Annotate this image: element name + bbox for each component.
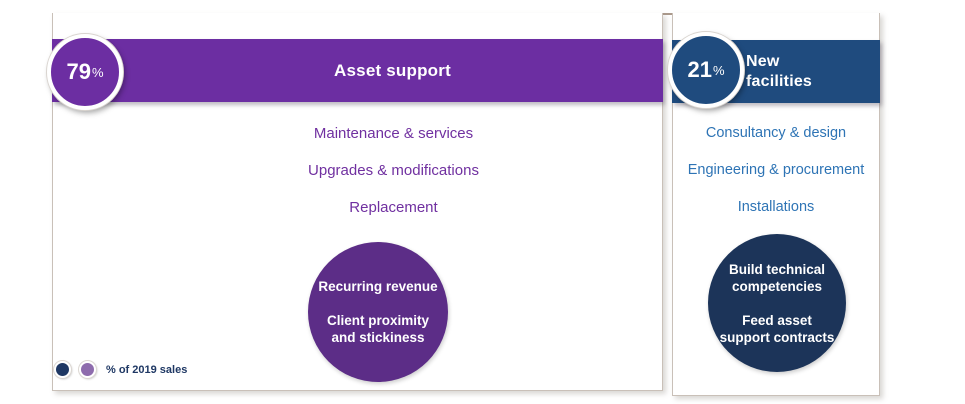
asset-support-title: Asset support — [334, 60, 451, 80]
benefit-text: Feed asset support contracts — [719, 312, 835, 345]
list-item: Maintenance & services — [313, 125, 474, 142]
list-item: Replacement — [349, 199, 438, 216]
asset-support-header-bar: Asset support — [52, 39, 663, 102]
new-facilities-benefits-circle: Build technical competencies Feed asset … — [708, 234, 846, 372]
new-facilities-percentage-badge: 21 % — [668, 32, 744, 108]
asset-support-percentage-unit: % — [91, 64, 104, 80]
benefit-text: Build technical competencies — [728, 261, 826, 294]
legend-dot-purple-icon — [79, 361, 96, 378]
asset-support-percentage-value: 79 — [66, 59, 91, 84]
asset-support-benefits-circle: Recurring revenue Client proximity and s… — [308, 242, 448, 382]
list-item: Consultancy & design — [705, 125, 847, 141]
new-facilities-panel: New facilities 21 % Consultancy & design… — [668, 13, 880, 396]
new-facilities-percentage-value: 21 — [687, 57, 712, 82]
asset-support-item-list: Maintenance & services Upgrades & modifi… — [53, 125, 662, 236]
asset-support-panel: Asset support 79 % Maintenance & service… — [47, 13, 663, 391]
legend-dot-navy-icon — [54, 361, 71, 378]
legend: % of 2019 sales — [54, 361, 187, 378]
benefit-text: Client proximity and stickiness — [326, 313, 429, 345]
asset-support-percentage-badge: 79 % — [47, 34, 123, 110]
list-item: Upgrades & modifications — [308, 162, 479, 179]
list-item: Installations — [737, 199, 815, 215]
benefit-text: Recurring revenue — [318, 279, 438, 294]
new-facilities-item-list: Consultancy & design Engineering & procu… — [673, 125, 879, 236]
new-facilities-percentage-unit: % — [712, 62, 725, 78]
list-item: Engineering & procurement — [687, 162, 865, 178]
new-facilities-title: New facilities — [746, 52, 813, 90]
legend-label: % of 2019 sales — [106, 363, 188, 376]
